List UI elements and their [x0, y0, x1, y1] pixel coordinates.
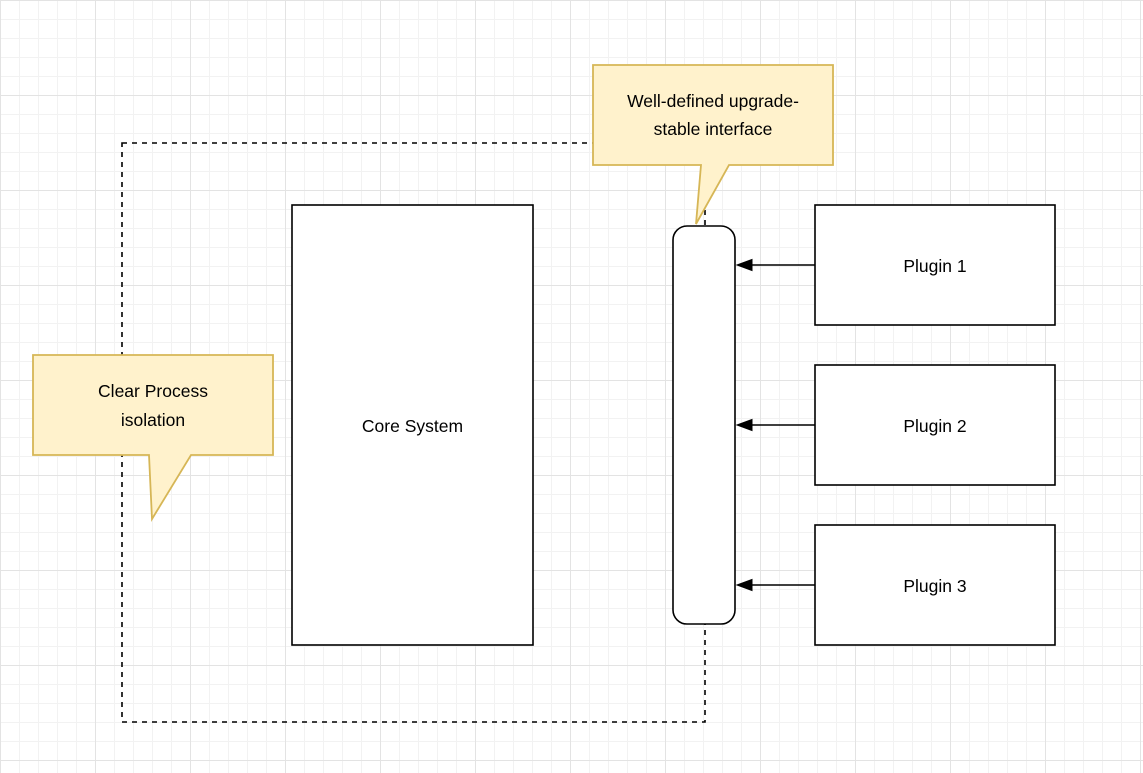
isolation-note-line1: Clear Process [98, 381, 208, 401]
interface-note-line1: Well-defined upgrade- [627, 91, 799, 111]
plugin-2-rect [814, 364, 1056, 486]
isolation-note-line2: isolation [121, 410, 185, 430]
isolation-note-callout: Clear Process isolation [32, 354, 274, 522]
arrow-head-icon [735, 578, 753, 592]
arrow-head-icon [735, 418, 753, 432]
interface-note-line2: stable interface [654, 119, 773, 139]
plugin-3-label: Plugin 3 [903, 576, 966, 596]
plugin-1-label: Plugin 1 [903, 256, 966, 276]
arrow-plugin-2 [735, 418, 815, 432]
plugin-3-box: Plugin 3 [814, 524, 1056, 646]
arrow-plugin-3 [735, 578, 815, 592]
interface-bar [672, 225, 736, 625]
arrow-head-icon [735, 258, 753, 272]
interface-note-bubble [592, 64, 834, 225]
arrow-plugin-1 [735, 258, 815, 272]
plugin-1-rect [814, 204, 1056, 326]
core-system-box: Core System [291, 204, 534, 646]
core-system-label: Core System [362, 416, 463, 436]
core-system-rect [291, 204, 534, 646]
plugin-1-box: Plugin 1 [814, 204, 1056, 326]
isolation-note-bubble [32, 354, 274, 522]
interface-note-callout: Well-defined upgrade- stable interface [592, 64, 834, 225]
plugin-2-label: Plugin 2 [903, 416, 966, 436]
plugin-2-box: Plugin 2 [814, 364, 1056, 486]
